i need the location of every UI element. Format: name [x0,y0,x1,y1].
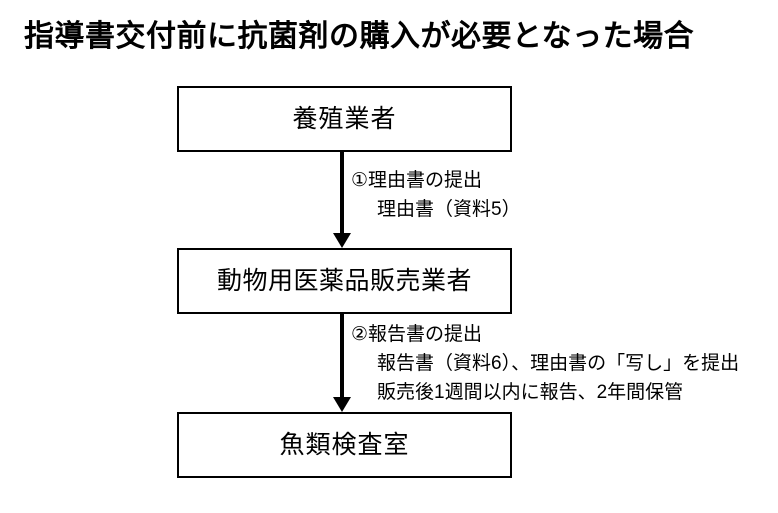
flow-edge-1-line-2: 理由書（資料5） [377,199,521,220]
flow-arrow-1 [333,150,351,248]
flow-edge-2-line-3: 販売後1週間以内に報告、2年間保管 [377,382,684,403]
arrow-shaft [340,150,344,234]
flow-edge-2-line-1: ②報告書の提出 [351,324,483,345]
flow-edge-1-line-1: ①理由書の提出 [351,170,483,191]
arrow-shaft [340,312,344,398]
flow-edge-1-annotation: ①理由書の提出 理由書（資料5） [351,166,521,224]
flow-edge-2-annotation: ②報告書の提出 報告書（資料6）、理由書の「写し」を提出 販売後1週間以内に報告… [351,320,739,407]
flow-node-label: 動物用医薬品販売業者 [216,267,472,295]
flow-node-label: 養殖業者 [292,105,397,133]
flow-node-drug-distributor: 動物用医薬品販売業者 [177,248,512,314]
down-arrow-icon [333,397,351,412]
flow-arrow-2 [333,312,351,412]
flow-node-fish-inspection-office: 魚類検査室 [177,412,512,478]
flow-node-farmer: 養殖業者 [177,86,512,152]
flow-edge-2-line-2: 報告書（資料6）、理由書の「写し」を提出 [377,353,740,374]
down-arrow-icon [333,233,351,248]
page-title: 指導書交付前に抗菌剤の購入が必要となった場合 [24,20,695,53]
flow-node-label: 魚類検査室 [279,431,410,459]
